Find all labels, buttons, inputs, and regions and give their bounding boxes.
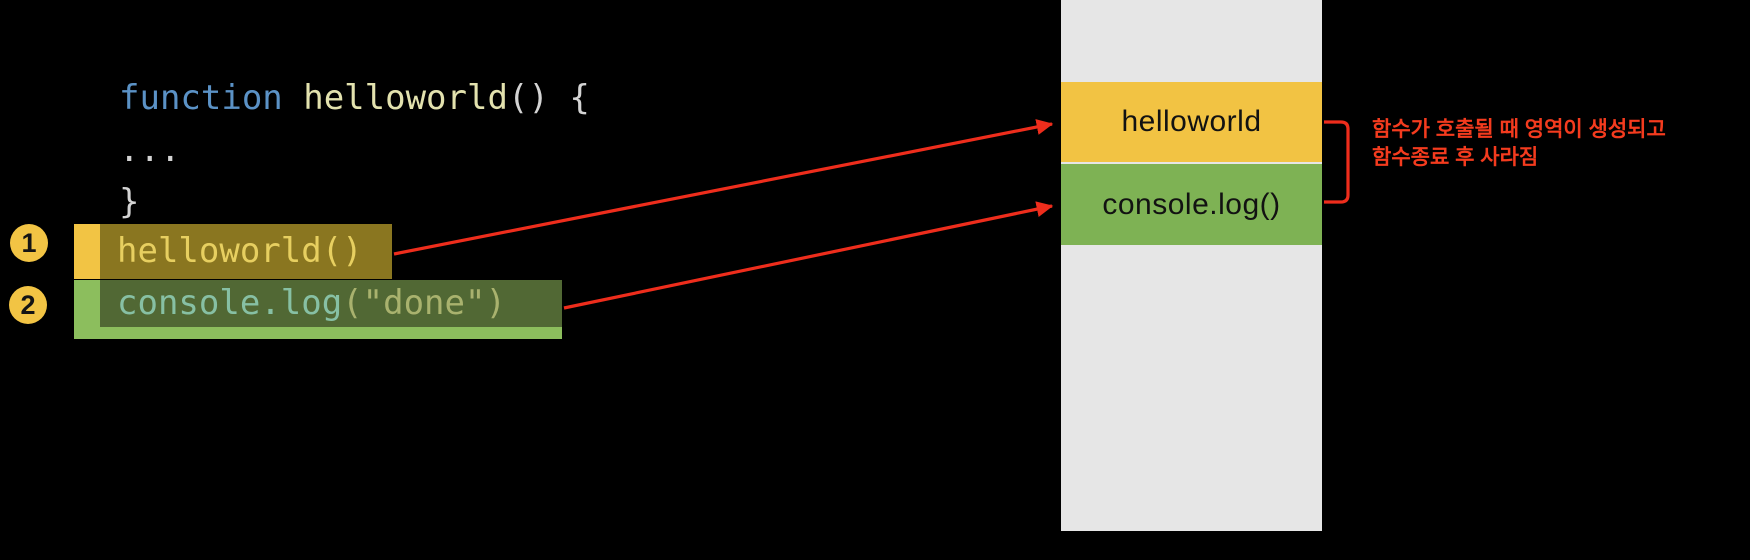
call-stack-column: helloworld console.log() bbox=[1061, 0, 1322, 531]
annotation-line-2: 함수종료 후 사라짐 bbox=[1372, 146, 1539, 169]
step-2-badge: 2 bbox=[9, 286, 47, 324]
call-row-helloworld: helloworld() bbox=[74, 224, 392, 279]
arrow-console-log-to-stack bbox=[563, 201, 1054, 310]
code-line-function-declaration: function helloworld() { bbox=[119, 76, 590, 120]
code-line-ellipsis: ... bbox=[119, 130, 181, 170]
code-line-closing-brace: } bbox=[119, 182, 140, 222]
call-console-log-code: console.log("done") bbox=[117, 280, 506, 327]
console-log-identifier: console.log bbox=[117, 283, 343, 323]
declaration-punctuation: () { bbox=[507, 78, 590, 118]
call-helloworld-code: helloworld() bbox=[117, 231, 363, 271]
annotation-text: 함수가 호출될 때 영역이 생성되고 함수종료 후 사라짐 bbox=[1372, 116, 1666, 172]
call-row-console-log: console.log("done") bbox=[74, 280, 562, 339]
step-1-badge: 1 bbox=[10, 224, 48, 262]
annotation-bracket bbox=[1324, 120, 1350, 204]
stack-frame-helloworld: helloworld bbox=[1061, 82, 1322, 162]
call-row-console-log-marker bbox=[74, 280, 100, 339]
keyword-function: function bbox=[119, 78, 304, 118]
annotation-line-1: 함수가 호출될 때 영역이 생성되고 bbox=[1372, 118, 1666, 141]
arrow-helloworld-to-stack bbox=[393, 119, 1054, 256]
call-row-console-log-underline bbox=[100, 327, 562, 339]
call-row-helloworld-marker bbox=[74, 224, 100, 279]
function-name: helloworld bbox=[303, 78, 508, 118]
stack-frame-console-log: console.log() bbox=[1061, 164, 1322, 245]
console-log-arguments: ("done") bbox=[342, 283, 506, 323]
